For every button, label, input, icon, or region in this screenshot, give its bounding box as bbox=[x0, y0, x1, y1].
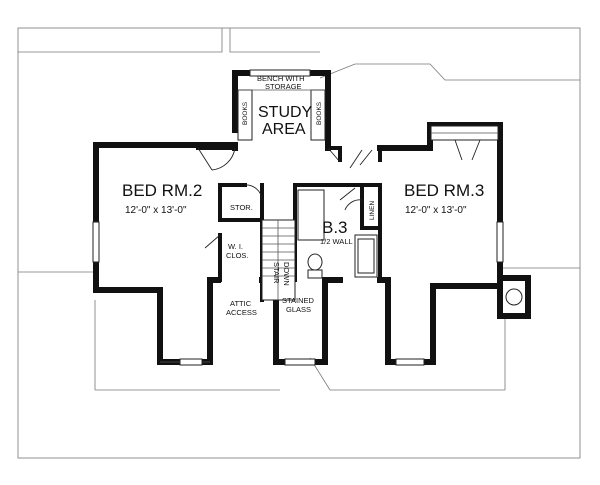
bed3-size: 12'-0" x 13'-0" bbox=[405, 205, 467, 216]
stair-line2: DOWN bbox=[282, 262, 291, 286]
bath-name: B.3 bbox=[322, 218, 348, 237]
attic-line2: ACCESS bbox=[226, 308, 257, 317]
books-left: BOOKS bbox=[242, 101, 249, 125]
study-line1: STUDY bbox=[258, 104, 313, 121]
stor-label: STOR. bbox=[230, 203, 253, 212]
attic-line1: ATTIC bbox=[230, 299, 252, 308]
bed2-name: BED RM.2 bbox=[122, 181, 202, 200]
roof-outline bbox=[17, 27, 581, 459]
built-ins bbox=[237, 89, 499, 141]
bath-fixtures bbox=[297, 189, 523, 306]
study-line2: AREA bbox=[262, 121, 306, 138]
books-right: BOOKS bbox=[316, 101, 323, 125]
bench-line1: BENCH WITH bbox=[257, 74, 305, 83]
glass-line1: STAINED bbox=[282, 296, 315, 305]
bench-line2: STORAGE bbox=[265, 82, 302, 91]
stair bbox=[261, 219, 296, 301]
stair-line1: STAIR bbox=[272, 262, 281, 284]
windows bbox=[92, 69, 504, 366]
wiclos-line2: CLOS. bbox=[226, 251, 249, 260]
bed3-name: BED RM.3 bbox=[404, 181, 484, 200]
doors bbox=[197, 139, 481, 249]
bed2-size: 12'-0" x 13'-0" bbox=[125, 205, 187, 216]
labels: BED RM.2 12'-0" x 13'-0" BED RM.3 12'-0"… bbox=[122, 74, 484, 317]
glass-line2: GLASS bbox=[286, 305, 311, 314]
wiclos-line1: W. I. bbox=[228, 242, 243, 251]
linen-label: LINEN bbox=[369, 201, 376, 220]
bath-note: 1/2 WALL bbox=[320, 237, 353, 246]
